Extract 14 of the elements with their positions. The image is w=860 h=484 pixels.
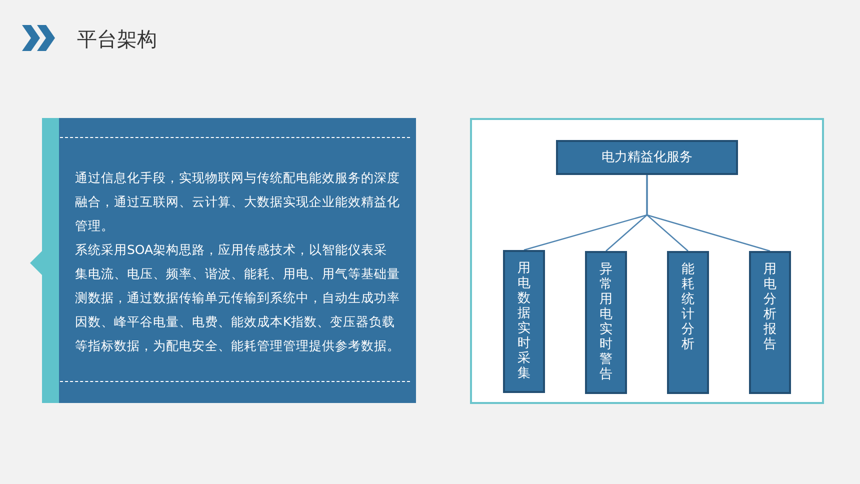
description-paragraph: 系统采用SOA架构思路，应用传感技术，以智能仪表采集电流、电压、频率、谐波、能耗、用电、用气等基础量测数据，通过数据传输单元传输到系统中，自动生成功率因数、峰平谷电量、电费、能效成本K指数、变压器负载等指标数据，为配电安全、能耗管理管理提供参考数据。	[75, 241, 400, 355]
service-box	[556, 140, 738, 175]
page-title: 平台架构	[77, 26, 157, 53]
box-label: 异常用电实时警告	[600, 263, 612, 382]
function-box	[503, 250, 545, 393]
box-label: 电力精益化服务	[602, 148, 692, 167]
box-label: 用电分析报告	[764, 263, 776, 353]
function-box	[749, 251, 791, 394]
box-label: 用电数据实时采集	[518, 262, 530, 382]
function-box	[585, 251, 627, 394]
connector-line	[646, 175, 770, 252]
function-box	[667, 251, 709, 394]
box-label: 能耗统计分析	[682, 263, 694, 353]
description-paragraph: 通过信息化手段，实现物联网与传统配电能效服务的深度融合，通过互联网、云计算、大数据实现企业能效精益化管理。	[75, 169, 400, 235]
